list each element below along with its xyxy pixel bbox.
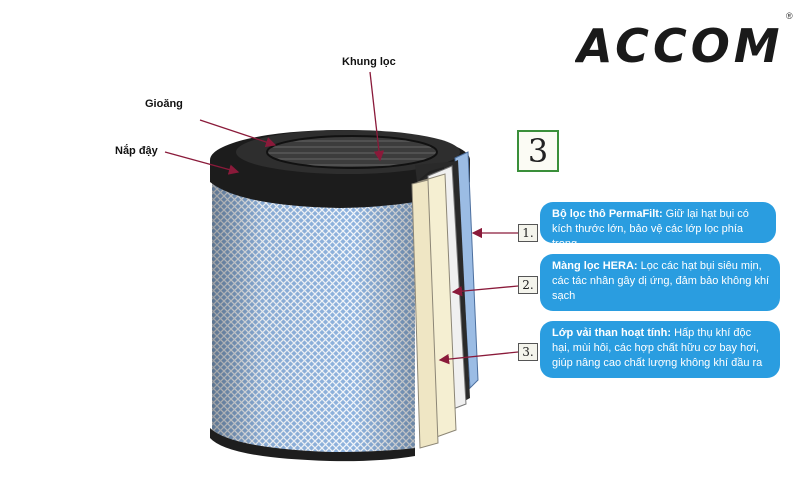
layer-number-2: 2.: [518, 276, 538, 294]
layer-number-3: 3.: [518, 343, 538, 361]
label-gasket: Gioăng: [145, 98, 183, 110]
layer-text-1: Giữ lại hạt bụi có kích thước lớn, bảo v…: [552, 208, 749, 250]
brand-name: ACCOM: [575, 19, 784, 73]
layer-description-3: Lớp vải than hoạt tính: Hấp thụ khí độc …: [540, 321, 780, 378]
brand-logo: ACCOM: [575, 19, 784, 73]
layer-description-2: Màng lọc HERA: Lọc các hạt bụi siêu mịn,…: [540, 254, 780, 311]
layer-number-1: 1.: [518, 224, 538, 242]
pointer-arrows: [164, 71, 519, 365]
filter-layers: [411, 151, 479, 449]
layer-title-2: Màng lọc HERA:: [552, 260, 638, 272]
label-frame: Khung lọc: [342, 56, 396, 68]
layer-title-3: Lớp vải than hoạt tính:: [552, 327, 672, 339]
registered-mark: ®: [786, 11, 793, 21]
layer-text-2: Lọc các hạt bụi siêu mịn, các tác nhân g…: [552, 260, 770, 302]
layer-text-3: Hấp thụ khí độc hại, mùi hôi, các hợp ch…: [552, 327, 763, 369]
layer-title-1: Bộ lọc thô PermaFilt:: [552, 208, 663, 220]
label-cap: Nắp đậy: [115, 145, 158, 157]
step-number-box: 3: [517, 130, 559, 172]
layer-description-1: Bộ lọc thô PermaFilt: Giữ lại hạt bụi có…: [540, 202, 776, 250]
